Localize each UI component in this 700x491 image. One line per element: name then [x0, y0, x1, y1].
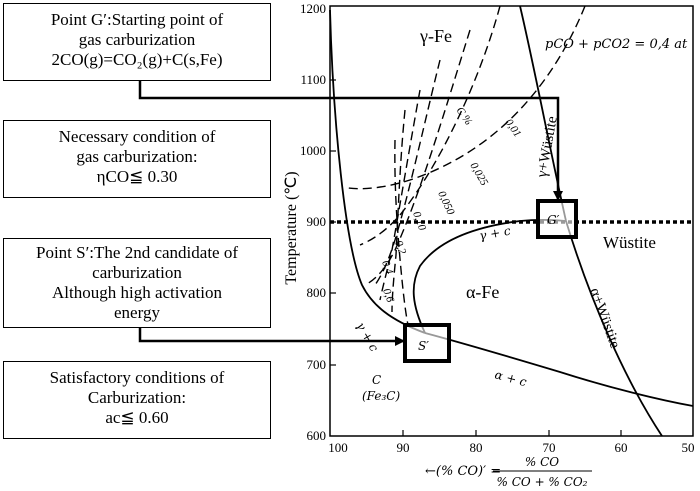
- alpha-wustite-label: α+Wüstite: [586, 286, 623, 351]
- s-prime-line1: Point S′:The 2nd candidate of: [35, 243, 239, 262]
- necessary-line1: Necessary condition of: [58, 127, 216, 146]
- g-prime-line2: gas carburization: [78, 30, 196, 49]
- alpha-c-label: α + c: [493, 367, 528, 389]
- carbon-label-001: 0,01: [503, 117, 524, 140]
- x-tick-70: 70: [543, 440, 556, 455]
- x-ticks: [402, 430, 622, 436]
- necessary-line3: ηCO≦ 0.30: [96, 167, 178, 186]
- gamma-wustite-label: γ+Wüstite: [534, 115, 561, 180]
- y-tick-labels: 1200 1100 1000 900 800 700 600: [300, 1, 326, 443]
- x-tick-50: 50: [682, 440, 695, 455]
- carbon-label-0025: 0,025: [467, 161, 490, 189]
- satisfactory-line2: Carburization:: [87, 388, 187, 407]
- y-tick-700: 700: [307, 357, 327, 372]
- g-prime-line1: Point G′:Starting point of: [50, 10, 224, 29]
- point-g-marker: [536, 199, 578, 239]
- point-g-label: G′: [547, 213, 560, 227]
- wustite-label: Wüstite: [603, 233, 656, 252]
- pressure-note: pCO + pCO2 = 0,4 at: [545, 37, 688, 52]
- gamma-c-label: γ + c: [478, 224, 512, 243]
- carbon-label-04: 0,4: [379, 259, 395, 276]
- carbon-label-06: 0,6: [380, 287, 396, 304]
- cementite-c-label: C: [372, 373, 381, 387]
- carbon-iso-curves: [347, 5, 586, 326]
- necessary-line2: gas carburization:: [76, 147, 198, 166]
- carbon-label-0050: 0,050: [435, 189, 457, 217]
- s-prime-line4: energy: [114, 303, 160, 322]
- alpha-fe-label: α-Fe: [466, 282, 499, 302]
- x-tick-60: 60: [615, 440, 628, 455]
- s-prime-box: Point S′:The 2nd candidate of carburizat…: [3, 238, 271, 328]
- gamma-c-left-label: γ + c: [353, 320, 381, 355]
- satisfactory-line3: ac≦ 0.60: [105, 408, 169, 427]
- y-tick-600: 600: [307, 428, 327, 443]
- x-axis-label-left: ←(% CO)′ =: [425, 464, 501, 479]
- y-tick-1000: 1000: [300, 143, 326, 158]
- c-percent-label: C %: [454, 105, 475, 128]
- carbon-label-010: 0,10: [410, 210, 428, 233]
- x-axis-fraction-den: % CO + % CO₂: [497, 475, 588, 489]
- necessary-condition-box: Necessary condition of gas carburization…: [3, 120, 271, 198]
- s-prime-arrow: [138, 328, 405, 346]
- gamma-fe-label: γ-Fe: [419, 26, 452, 46]
- y-tick-900: 900: [307, 214, 327, 229]
- y-axis-label: Temperature (℃): [283, 171, 300, 284]
- s-prime-line3: Although high activation: [52, 283, 222, 302]
- carbon-label-02: 0,2: [392, 239, 408, 256]
- y-tick-1100: 1100: [300, 72, 326, 87]
- s-prime-line2: carburization: [92, 263, 182, 282]
- x-tick-90: 90: [397, 440, 410, 455]
- x-axis-fraction-num: % CO: [525, 455, 559, 469]
- x-tick-80: 80: [470, 440, 483, 455]
- g-prime-box: Point G′:Starting point of gas carburiza…: [3, 3, 271, 81]
- satisfactory-line1: Satisfactory conditions of: [49, 368, 225, 387]
- cementite-fe3c-label: (Fe₃C): [362, 389, 400, 403]
- point-s-label: S′: [418, 339, 429, 353]
- x-tick-labels: 100 90 80 70 60 50: [328, 440, 694, 455]
- y-tick-1200: 1200: [300, 1, 326, 16]
- x-tick-100: 100: [328, 440, 348, 455]
- point-s-marker: [403, 323, 451, 363]
- g-prime-line3: 2CO(g)=CO₂(g)+C(s,Fe): [51, 50, 223, 69]
- g-prime-arrow: [138, 81, 563, 201]
- satisfactory-condition-box: Satisfactory conditions of Carburization…: [3, 361, 271, 439]
- y-tick-800: 800: [307, 285, 327, 300]
